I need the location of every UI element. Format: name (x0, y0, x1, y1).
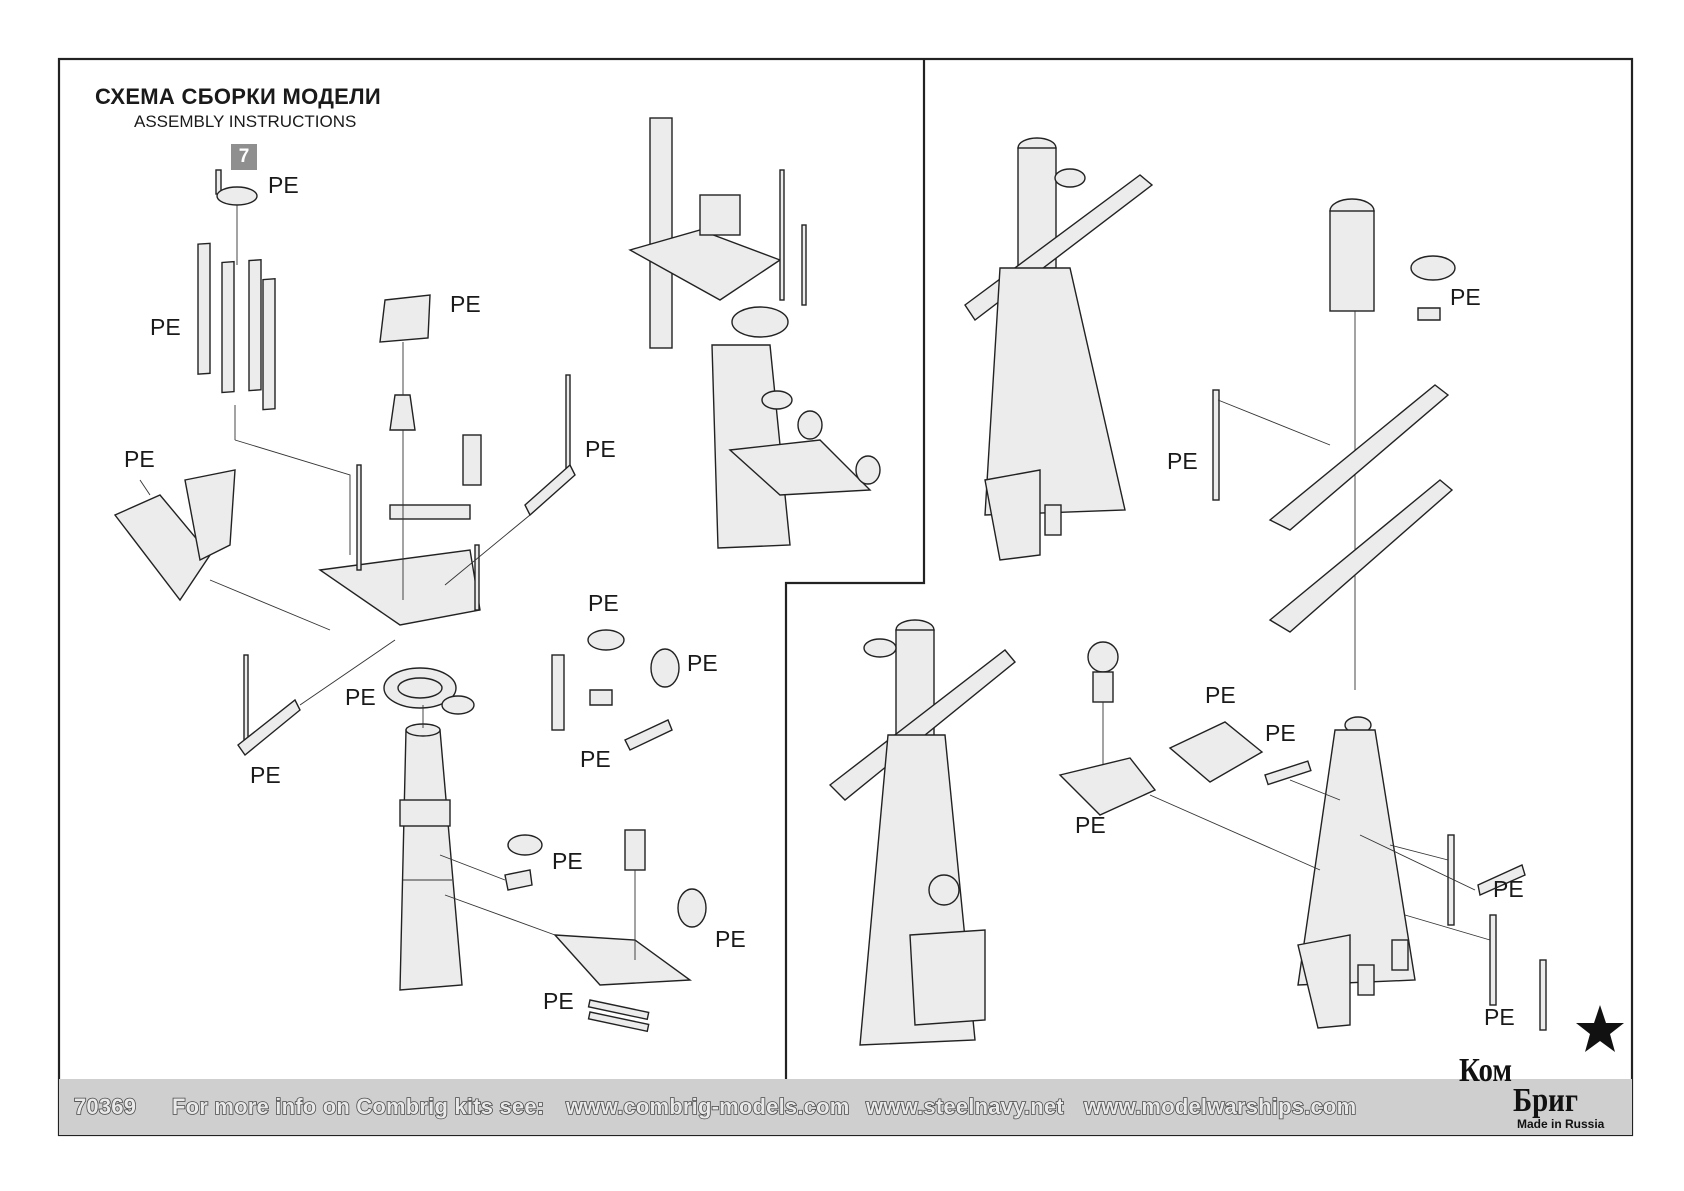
step-badge: 7 (231, 144, 257, 170)
pe-label: PE (1450, 284, 1481, 310)
footer-link-modelwarships[interactable]: www.modelwarships.com (1083, 1093, 1357, 1120)
title-en: ASSEMBLY INSTRUCTIONS (134, 112, 357, 131)
pe-label: PE (1075, 812, 1106, 838)
sheet-frame (57, 57, 1634, 1137)
assembled-tower-top (964, 137, 1154, 561)
pe-fitting-top (215, 169, 258, 265)
pe-label: PE (268, 172, 299, 198)
kit-number: 70369 (73, 1093, 137, 1120)
pe-label: PE (585, 436, 616, 462)
logo-line2: Бриг (1513, 1082, 1578, 1119)
pe-label: PE (150, 314, 181, 340)
pe-brackets (113, 469, 331, 631)
footer-link-steelnavy[interactable]: www.steelnavy.net (865, 1093, 1064, 1120)
pe-label: PE (345, 684, 376, 710)
pe-label: PE (588, 590, 619, 616)
pe-label: PE (450, 291, 481, 317)
mast-tower-left (399, 705, 463, 991)
plates-searchlight (1058, 641, 1341, 871)
pe-label: PE (124, 446, 155, 472)
footer-link-combrig[interactable]: www.combrig-models.com (565, 1093, 850, 1120)
combrig-logo: Ком Бриг Made in Russia (1445, 1000, 1625, 1131)
pe-mast-lower-left (237, 639, 396, 757)
pe-mast-right (444, 374, 576, 586)
pe-label: PE (580, 746, 611, 772)
pe-label: PE (1265, 720, 1296, 746)
pe-label: PE (250, 762, 281, 788)
assembled-mast-preview (628, 117, 881, 549)
title-ru: СХЕМА СБОРКИ МОДЕЛИ (95, 84, 382, 109)
footer-info-text: For more info on Combrig kits see: (171, 1093, 545, 1120)
logo-line1: Ком (1459, 1052, 1513, 1089)
ring-plate (383, 667, 475, 715)
pe-label: PE (1205, 682, 1236, 708)
platform-upper (318, 294, 482, 626)
logo-tagline: Made in Russia (1517, 1117, 1605, 1131)
exploded-right-parts (1212, 198, 1456, 690)
star-icon (1576, 1005, 1624, 1052)
pe-label: PE (687, 650, 718, 676)
main-tower-lower-right (1297, 716, 1547, 1031)
pe-label: PE (543, 988, 574, 1014)
pe-label: PE (552, 848, 583, 874)
pe-ladders (197, 242, 351, 555)
assembled-tower-bottom (828, 619, 1016, 1046)
pe-label: PE (715, 926, 746, 952)
panel-divider (784, 59, 926, 1135)
pe-label: PE (1167, 448, 1198, 474)
pe-small-parts (439, 629, 707, 1033)
footer-band (59, 1079, 1632, 1135)
pe-label: PE (1493, 876, 1524, 902)
pe-label: PE (1484, 1004, 1515, 1030)
